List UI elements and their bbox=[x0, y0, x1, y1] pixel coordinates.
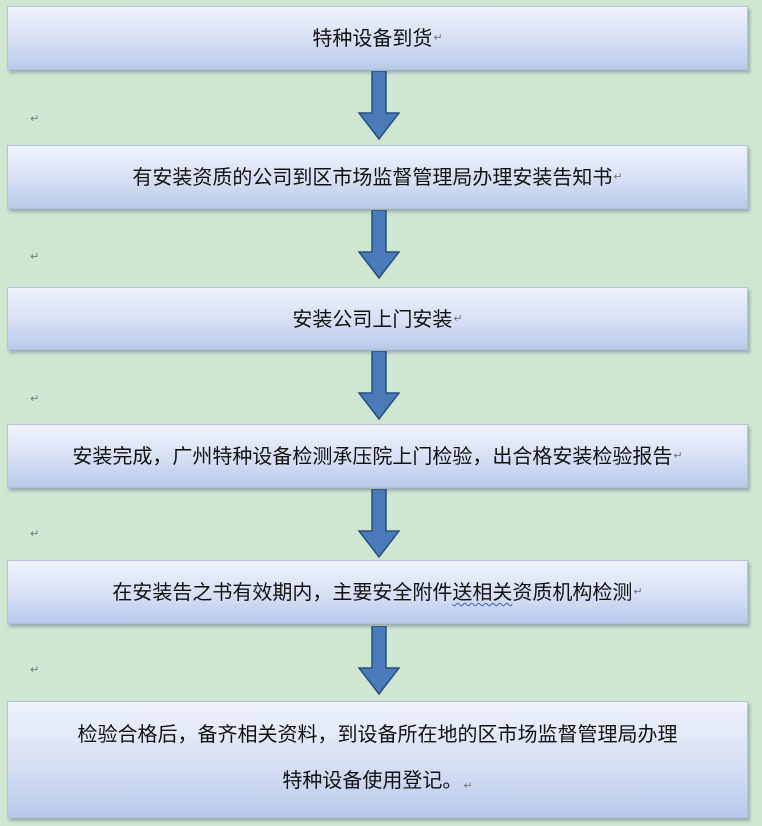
paragraph-mark-icon: ↵ bbox=[633, 585, 643, 599]
paragraph-mark-icon: ↵ bbox=[673, 449, 683, 463]
paragraph-mark-icon: ↵ bbox=[613, 170, 623, 184]
spellcheck-underline-text: 送相关 bbox=[452, 580, 513, 604]
paragraph-mark-icon: ↵ bbox=[30, 527, 40, 540]
step-5-text-after: 资质机构检测 bbox=[512, 580, 633, 604]
paragraph-mark-icon: ↵ bbox=[463, 778, 473, 792]
paragraph-mark-icon: ↵ bbox=[453, 311, 463, 325]
step-5-box: 在安装告之书有效期内，主要安全附件送相关资质机构检测↵ bbox=[7, 560, 748, 624]
down-arrow-icon bbox=[357, 489, 401, 559]
down-arrow-icon bbox=[357, 71, 401, 141]
step-2-text: 有安装资质的公司到区市场监督管理局办理安装告知书 bbox=[132, 165, 613, 189]
step-6-line-2-wrap: 特种设备使用登记。↵ bbox=[282, 757, 472, 809]
step-3-text: 安装公司上门安装 bbox=[292, 306, 453, 331]
step-6-box: 检验合格后，备齐相关资料，到设备所在地的区市场监督管理局办理 特种设备使用登记。… bbox=[7, 701, 748, 818]
step-6-line-2: 特种设备使用登记。 bbox=[282, 767, 463, 792]
paragraph-mark-icon: ↵ bbox=[30, 663, 40, 676]
step-1-text: 特种设备到货 bbox=[312, 26, 433, 50]
step-5-text-before: 在安装告之书有效期内，主要安全附件 bbox=[112, 580, 453, 604]
step-6-line-1: 检验合格后，备齐相关资料，到设备所在地的区市场监督管理局办理 bbox=[77, 721, 678, 746]
down-arrow-icon bbox=[357, 351, 401, 421]
paragraph-mark-icon: ↵ bbox=[30, 112, 40, 125]
down-arrow-icon bbox=[357, 210, 401, 280]
step-4-box: 安装完成，广州特种设备检测承压院上门检验，出合格安装检验报告↵ bbox=[7, 424, 748, 488]
step-1-box: 特种设备到货↵ bbox=[7, 6, 748, 70]
paragraph-mark-icon: ↵ bbox=[433, 31, 443, 45]
down-arrow-icon bbox=[357, 626, 401, 696]
step-4-text: 安装完成，广州特种设备检测承压院上门检验，出合格安装检验报告 bbox=[72, 444, 673, 468]
step-3-box: 安装公司上门安装↵ bbox=[7, 287, 748, 350]
step-2-box: 有安装资质的公司到区市场监督管理局办理安装告知书↵ bbox=[7, 145, 748, 209]
paragraph-mark-icon: ↵ bbox=[30, 392, 40, 405]
paragraph-mark-icon: ↵ bbox=[30, 250, 40, 263]
